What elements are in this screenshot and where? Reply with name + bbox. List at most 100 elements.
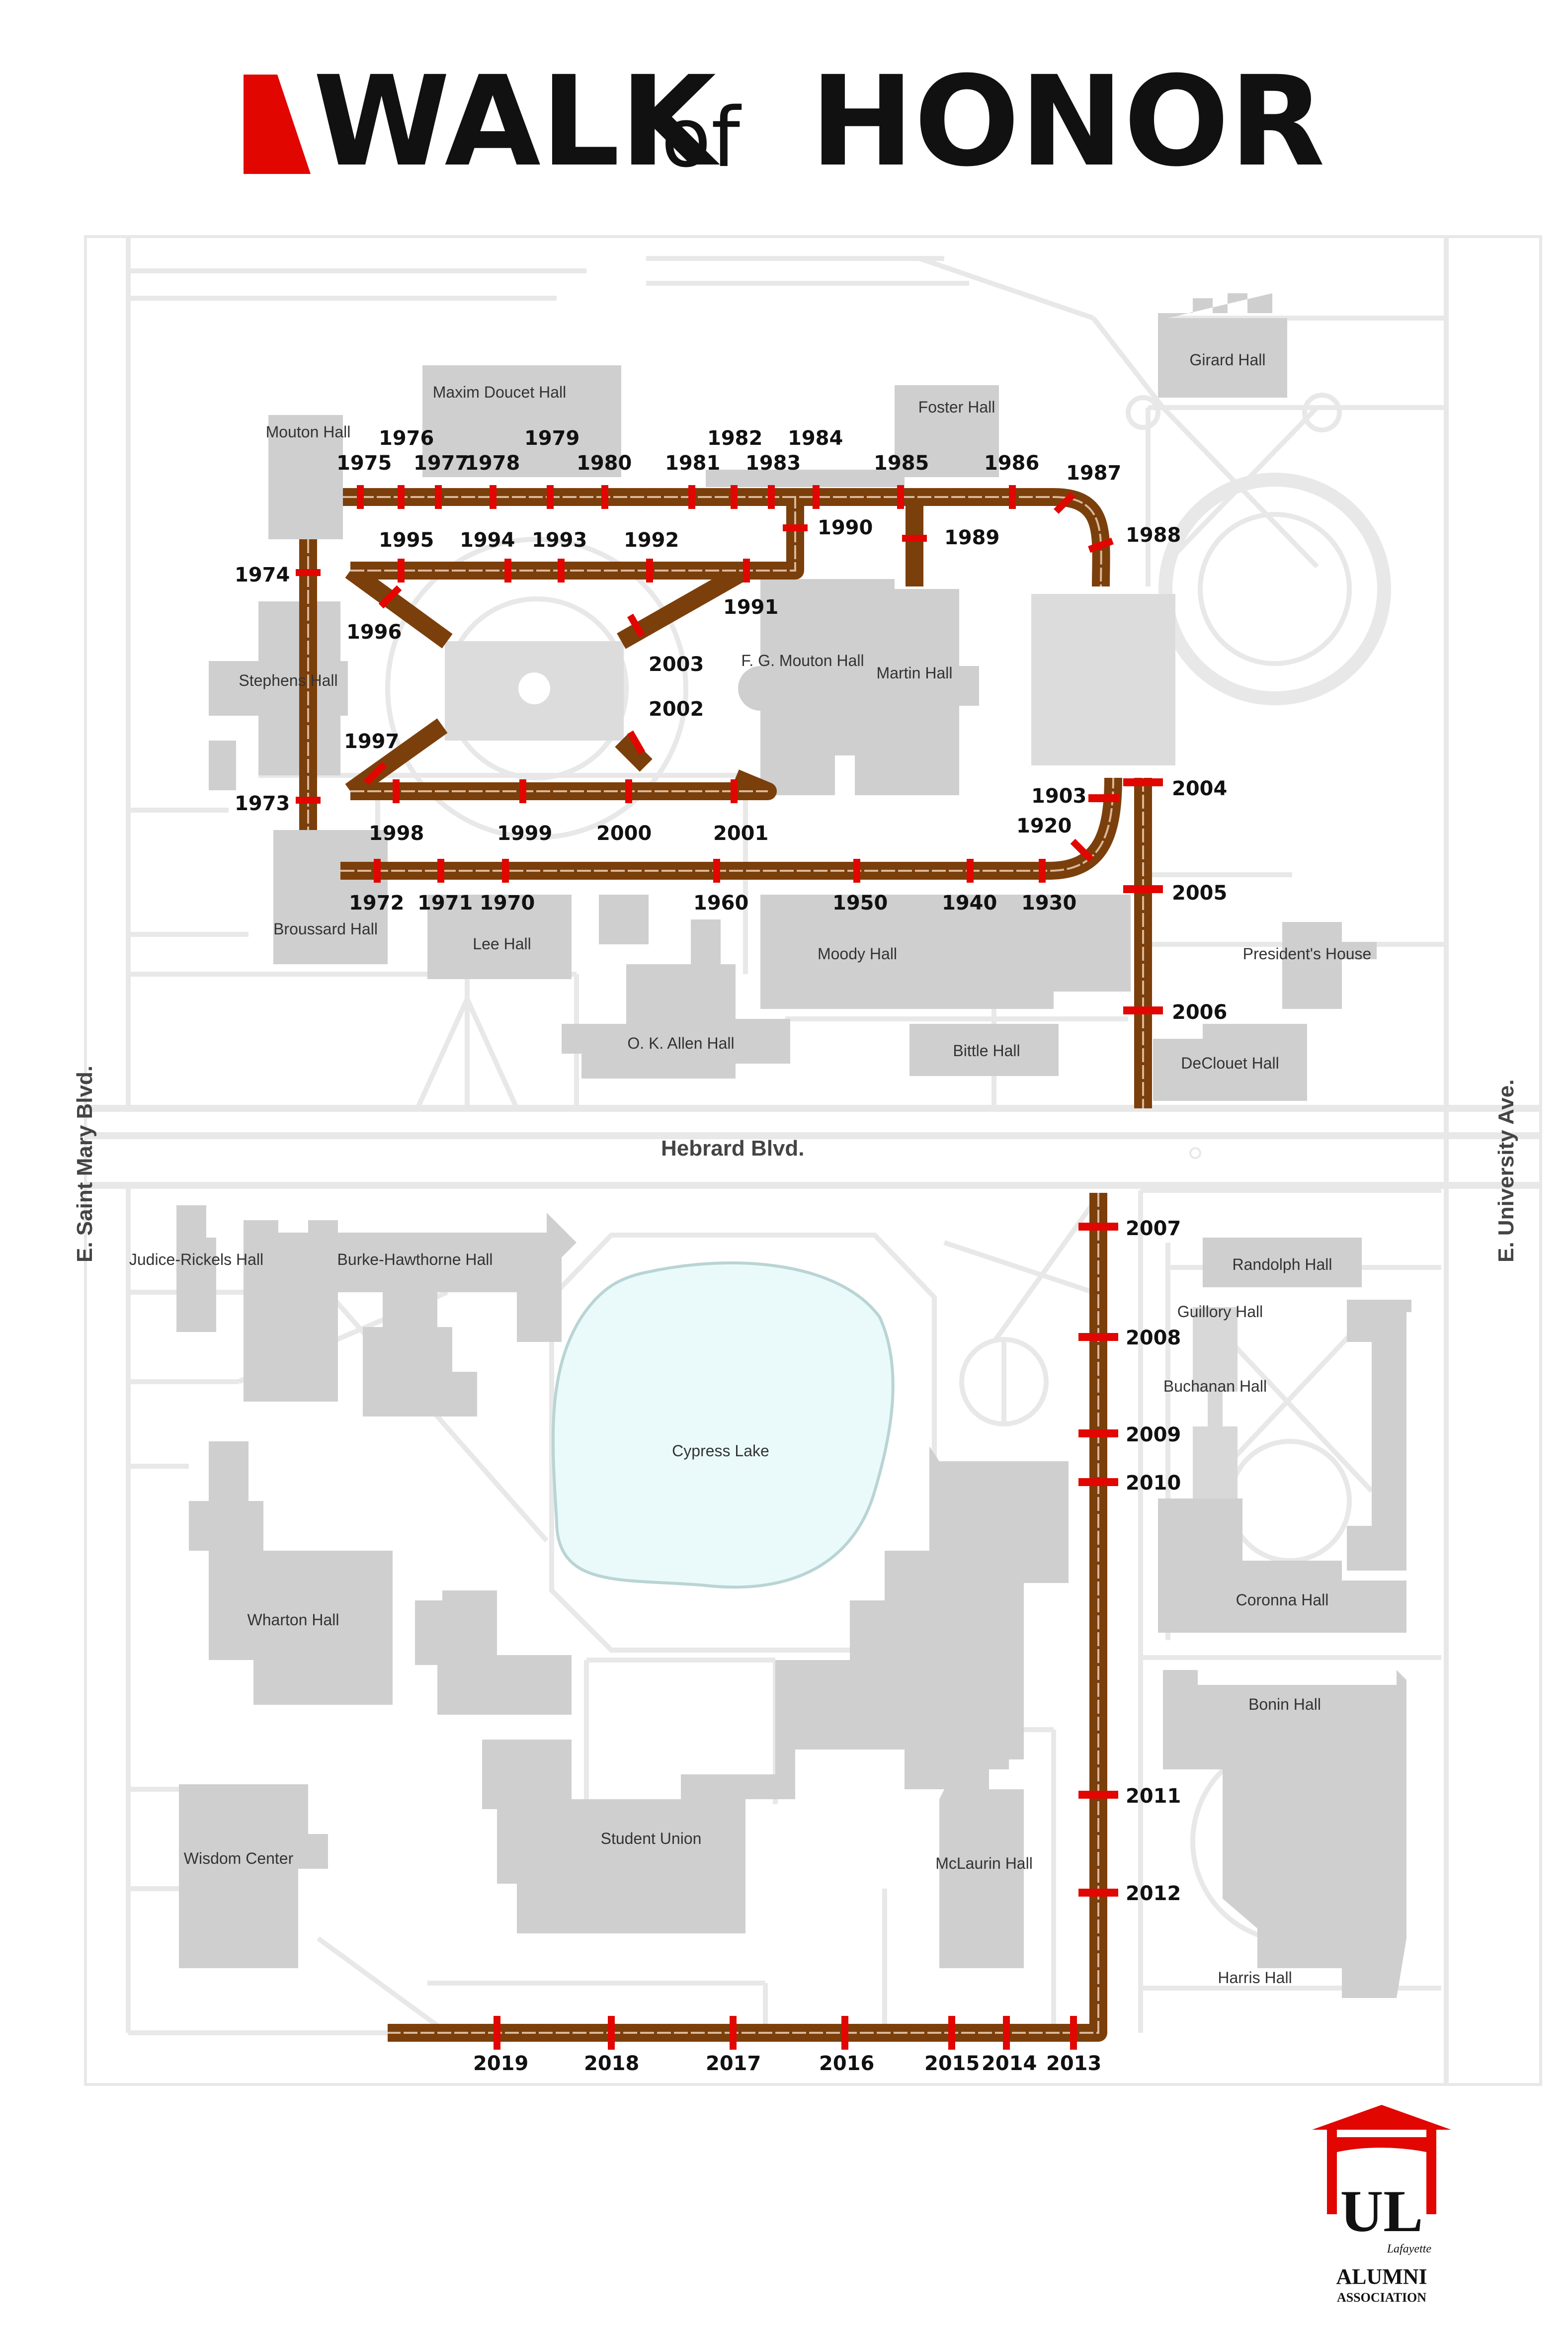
maxim-doucet-shape <box>422 365 621 477</box>
label-buchanan: Buchanan Hall <box>1163 1377 1267 1395</box>
wharton-hall-shape <box>189 1441 393 1705</box>
year-1971: 1971 <box>417 892 473 915</box>
year-1996: 1996 <box>346 621 402 644</box>
year-1980: 1980 <box>577 452 632 475</box>
label-maxim-doucet-1: Maxim Doucet Hall <box>433 383 567 401</box>
title-of: of <box>661 90 741 185</box>
year-2002: 2002 <box>649 698 704 721</box>
label-bittle: Bittle Hall <box>953 1042 1020 1060</box>
label-student-union: Student Union <box>601 1830 702 1847</box>
year-1993: 1993 <box>532 529 587 552</box>
label-harris: Harris Hall <box>1218 1969 1292 1987</box>
label-wisdom: Wisdom Center <box>184 1849 294 1867</box>
label-ok-allen: O. K. Allen Hall <box>627 1034 734 1052</box>
street-university: E. University Ave. <box>1494 1080 1518 1262</box>
year-2010: 2010 <box>1126 1472 1181 1495</box>
logo-monogram: UL <box>1340 2178 1423 2244</box>
year-1988: 1988 <box>1126 524 1181 547</box>
logo-pavilion-icon <box>1312 2105 1451 2214</box>
title-banner: WALK of HONOR <box>0 0 1568 209</box>
title-honor: HONOR <box>810 49 1325 194</box>
fg-mouton-martin-shape <box>741 579 979 795</box>
label-girard: Girard Hall <box>1190 351 1266 369</box>
label-lee: Lee Hall <box>473 935 531 953</box>
label-declouet: DeClouet Hall <box>1181 1054 1279 1072</box>
year-1950: 1950 <box>832 892 888 915</box>
logo-line2: ASSOCIATION <box>1336 2290 1427 2305</box>
year-2003: 2003 <box>649 653 704 676</box>
label-broussard: Broussard Hall <box>273 920 378 938</box>
year-1960: 1960 <box>693 892 748 915</box>
year-2017: 2017 <box>706 2052 761 2075</box>
buchanan-strip-shape <box>1193 1307 1238 1516</box>
label-moody: Moody Hall <box>818 945 897 963</box>
label-fg-mouton: F. G. Mouton Hall <box>741 652 864 669</box>
year-1977: 1977 <box>413 452 469 475</box>
year-2013: 2013 <box>1046 2052 1101 2075</box>
year-2008: 2008 <box>1126 1327 1181 1349</box>
label-bonin: Bonin Hall <box>1248 1695 1321 1713</box>
label-guillory: Guillory Hall <box>1177 1303 1263 1321</box>
year-2007: 2007 <box>1126 1217 1181 1240</box>
lee-hall-shape <box>427 895 572 979</box>
title-walk: WALK <box>313 49 717 194</box>
label-randolph: Randolph Hall <box>1232 1255 1332 1273</box>
presidents-house-shape <box>1282 922 1377 1009</box>
year-1982: 1982 <box>707 427 762 450</box>
year-1903: 1903 <box>1031 785 1086 808</box>
path-network <box>84 235 1542 2086</box>
label-foster: Foster Hall <box>918 398 995 416</box>
year-1984: 1984 <box>788 427 843 450</box>
student-union-shape <box>415 1446 1069 1933</box>
year-2009: 2009 <box>1126 1423 1181 1446</box>
building-labels: Girard Hall Maxim Doucet Hall Foster Hal… <box>129 351 1371 1987</box>
year-1997: 1997 <box>344 730 399 753</box>
year-2001: 2001 <box>713 822 768 845</box>
label-stephens: Stephens Hall <box>239 671 337 689</box>
burke-hawthorne-shape <box>244 1213 577 1416</box>
auditorium-shape <box>1031 594 1175 765</box>
year-1994: 1994 <box>460 529 515 552</box>
year-1999: 1999 <box>497 822 552 845</box>
label-mouton: Mouton Hall <box>266 423 351 441</box>
randolph-hall-shape <box>1203 1238 1362 1287</box>
ul-alumni-association-logo: UL Lafayette ALUMNI ASSOCIATION <box>1302 2102 1461 2321</box>
label-coronna: Coronna Hall <box>1236 1591 1329 1609</box>
year-1972: 1972 <box>349 892 404 915</box>
year-1991: 1991 <box>723 596 778 619</box>
bittle-hall-shape <box>909 1024 1059 1076</box>
fg-mouton-dome-shape <box>738 666 783 711</box>
cypress-lake-shape <box>551 1261 895 1589</box>
label-presidents-house: President's House <box>1243 945 1372 963</box>
wisdom-center-shape <box>179 1784 328 1968</box>
coronna-hall-shape <box>1158 1499 1406 1633</box>
year-1995: 1995 <box>379 529 434 552</box>
year-1987: 1987 <box>1066 462 1121 485</box>
foster-hall-ext-shape <box>706 470 905 487</box>
year-2011: 2011 <box>1126 1785 1181 1808</box>
street-labels: Hebrard Blvd. E. Saint Mary Blvd. E. Uni… <box>73 1066 1518 1262</box>
year-2000: 2000 <box>596 822 652 845</box>
mclaurin-hall-shape <box>939 1789 1024 1968</box>
year-2004: 2004 <box>1172 777 1227 800</box>
year-1981: 1981 <box>665 452 720 475</box>
year-2018: 2018 <box>584 2052 639 2075</box>
declouet-hall-shape <box>1153 1024 1307 1101</box>
year-1940: 1940 <box>942 892 997 915</box>
year-2019: 2019 <box>473 2052 528 2075</box>
street-saint-mary: E. Saint Mary Blvd. <box>73 1066 97 1262</box>
label-cypress-lake: Cypress Lake <box>672 1442 769 1460</box>
year-labels: 1975 1976 1977 1978 1979 1980 1981 1982 … <box>235 427 1227 2075</box>
year-1983: 1983 <box>745 452 801 475</box>
label-burke-hawthorne: Burke-Hawthorne Hall <box>337 1250 493 1268</box>
label-mclaurin: McLaurin Hall <box>935 1854 1033 1872</box>
year-2014: 2014 <box>982 2052 1037 2075</box>
year-2012: 2012 <box>1126 1882 1181 1905</box>
year-1979: 1979 <box>524 427 579 450</box>
title-accent-bar <box>244 75 311 174</box>
year-1989: 1989 <box>944 526 999 549</box>
moody-hall-shape <box>760 895 1131 1009</box>
buildings <box>176 293 1411 1998</box>
bonin-harris-shape <box>1163 1670 1406 1998</box>
